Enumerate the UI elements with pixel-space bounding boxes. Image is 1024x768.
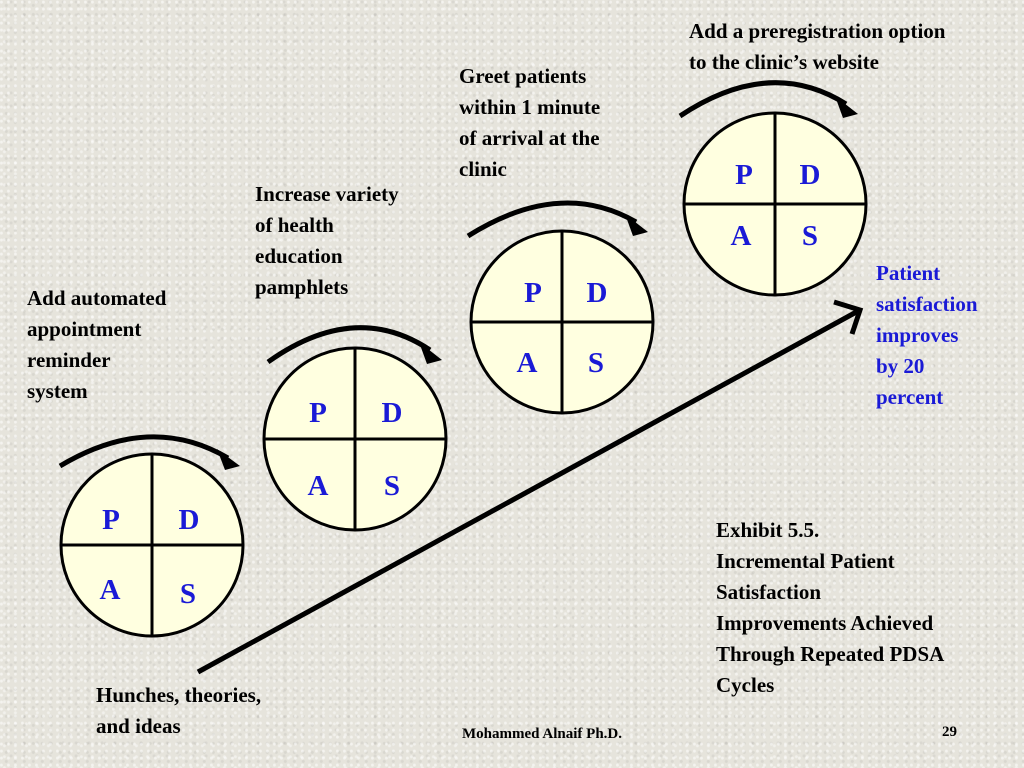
act-letter: A	[731, 220, 752, 252]
cycle-1-change-note: Add automated appointment reminder syste…	[27, 286, 167, 403]
cycle-arrowhead	[835, 96, 858, 118]
act-letter: A	[100, 574, 121, 606]
plan-letter: P	[735, 159, 753, 191]
cycle-arrowhead	[217, 449, 240, 470]
cycle-2-change-note: Increase variety of health education pam…	[255, 182, 399, 299]
pdsa-cycle-2: P D A S	[262, 325, 448, 532]
plan-letter: P	[102, 504, 120, 536]
plan-letter: P	[524, 277, 542, 309]
do-letter: D	[800, 159, 821, 191]
cycle-arrow	[466, 200, 638, 239]
cycle-arrowhead	[625, 214, 648, 236]
cycle-arrow	[266, 325, 432, 365]
start-label: Hunches, theories, and ideas	[96, 683, 262, 738]
pdsa-cycle-4: P D A S	[678, 80, 868, 297]
study-letter: S	[802, 220, 818, 252]
act-letter: A	[517, 347, 538, 379]
study-letter: S	[384, 470, 400, 502]
cycle-4-change-note: Add a preregistration option to the clin…	[689, 19, 946, 74]
do-letter: D	[382, 397, 403, 429]
act-letter: A	[308, 470, 329, 502]
cycle-arrowhead	[419, 342, 442, 364]
progress-arrow	[196, 307, 862, 675]
cycle-3-change-note: Greet patients within 1 minute of arriva…	[459, 64, 601, 181]
study-letter: S	[180, 578, 196, 610]
do-letter: D	[179, 504, 200, 536]
plan-letter: P	[309, 397, 327, 429]
page-number: 29	[942, 724, 957, 740]
do-letter: D	[587, 277, 608, 309]
footer-author: Mohammed Alnaif Ph.D.	[462, 726, 623, 742]
pdsa-cycle-1: P D A S	[58, 434, 245, 638]
study-letter: S	[588, 347, 604, 379]
pdsa-cycle-3: P D A S	[466, 200, 655, 415]
exhibit-caption: Exhibit 5.5. Incremental Patient Satisfa…	[716, 518, 945, 697]
progress-arrowhead	[833, 299, 864, 335]
cycle-arrow	[678, 80, 848, 119]
outcome-label: Patient satisfaction improves by 20 perc…	[876, 261, 978, 409]
cycle-arrow	[58, 434, 230, 469]
